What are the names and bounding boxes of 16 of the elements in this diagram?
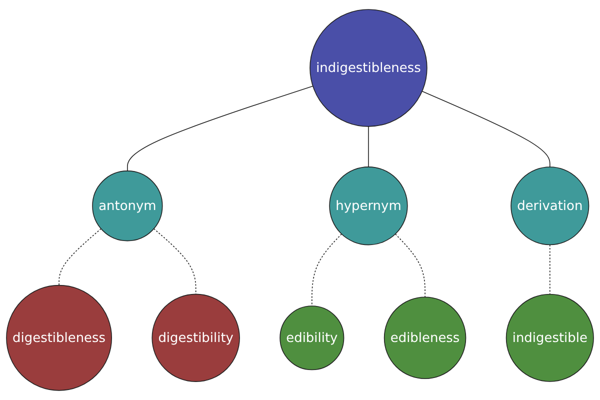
connector: [368, 126, 369, 168]
connector: [312, 234, 342, 306]
connector: [58, 228, 102, 286]
node-circle: digestibility: [152, 294, 240, 382]
node-circle: digestibleness: [6, 284, 112, 391]
node-circle: edibleness: [384, 296, 466, 380]
node-circle: indigestibleness: [310, 9, 428, 127]
node-circle: hypernym: [329, 166, 408, 246]
connector: [153, 228, 196, 295]
node-circle: antonym: [92, 170, 163, 242]
connector: [127, 86, 314, 172]
node-circle: indigestible: [506, 294, 594, 382]
connector: [422, 90, 550, 168]
node-circle: derivation: [510, 166, 590, 246]
connector: [394, 234, 426, 298]
node-circle: edibility: [280, 306, 344, 370]
